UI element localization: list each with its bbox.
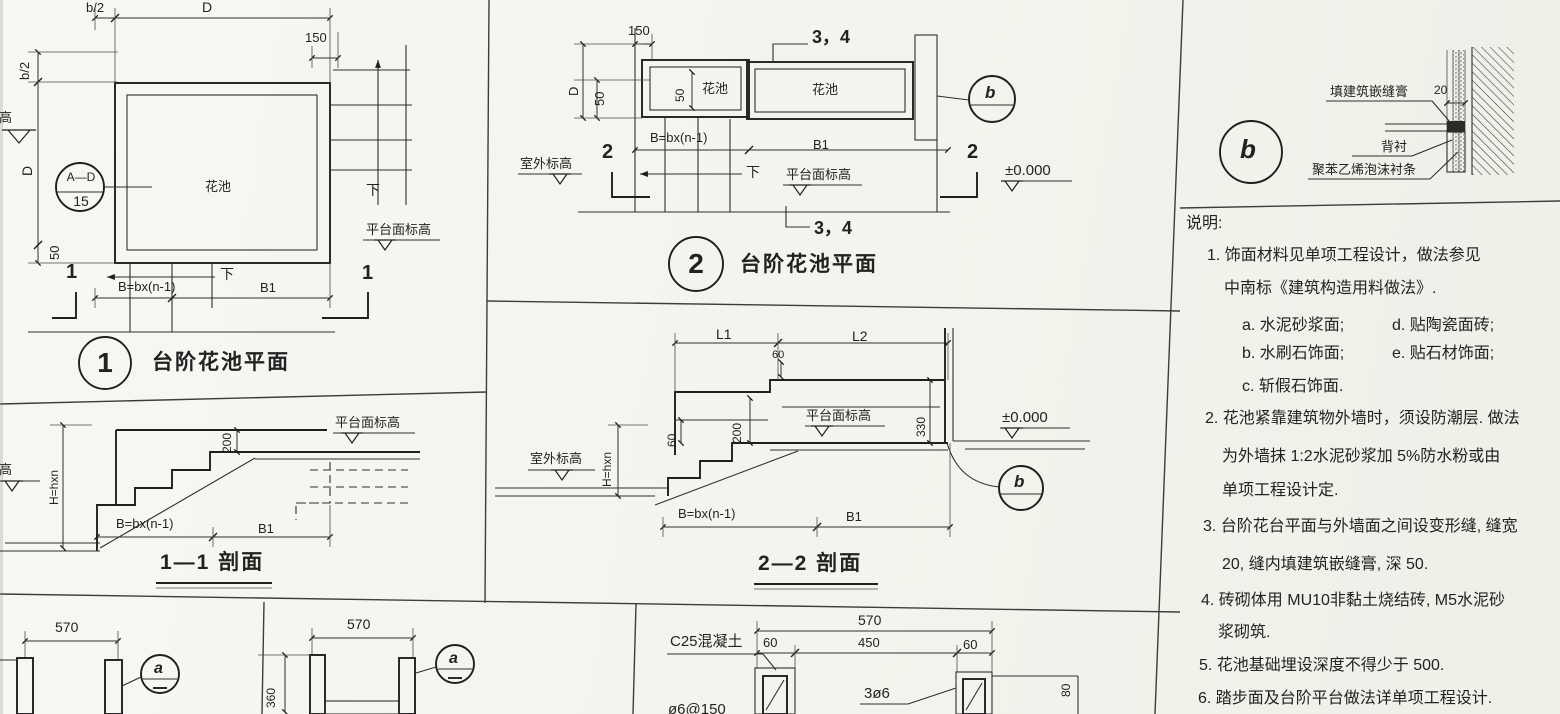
section22-linework [495, 328, 1090, 590]
detail-b-linework [1219, 47, 1514, 184]
detail-f-linework [258, 628, 475, 714]
detail-g-linework [667, 621, 1079, 714]
section11-linework [0, 421, 420, 589]
plan1-linework [28, 8, 440, 390]
detail-e-linework [0, 631, 180, 714]
plan2-linework [518, 28, 1072, 292]
